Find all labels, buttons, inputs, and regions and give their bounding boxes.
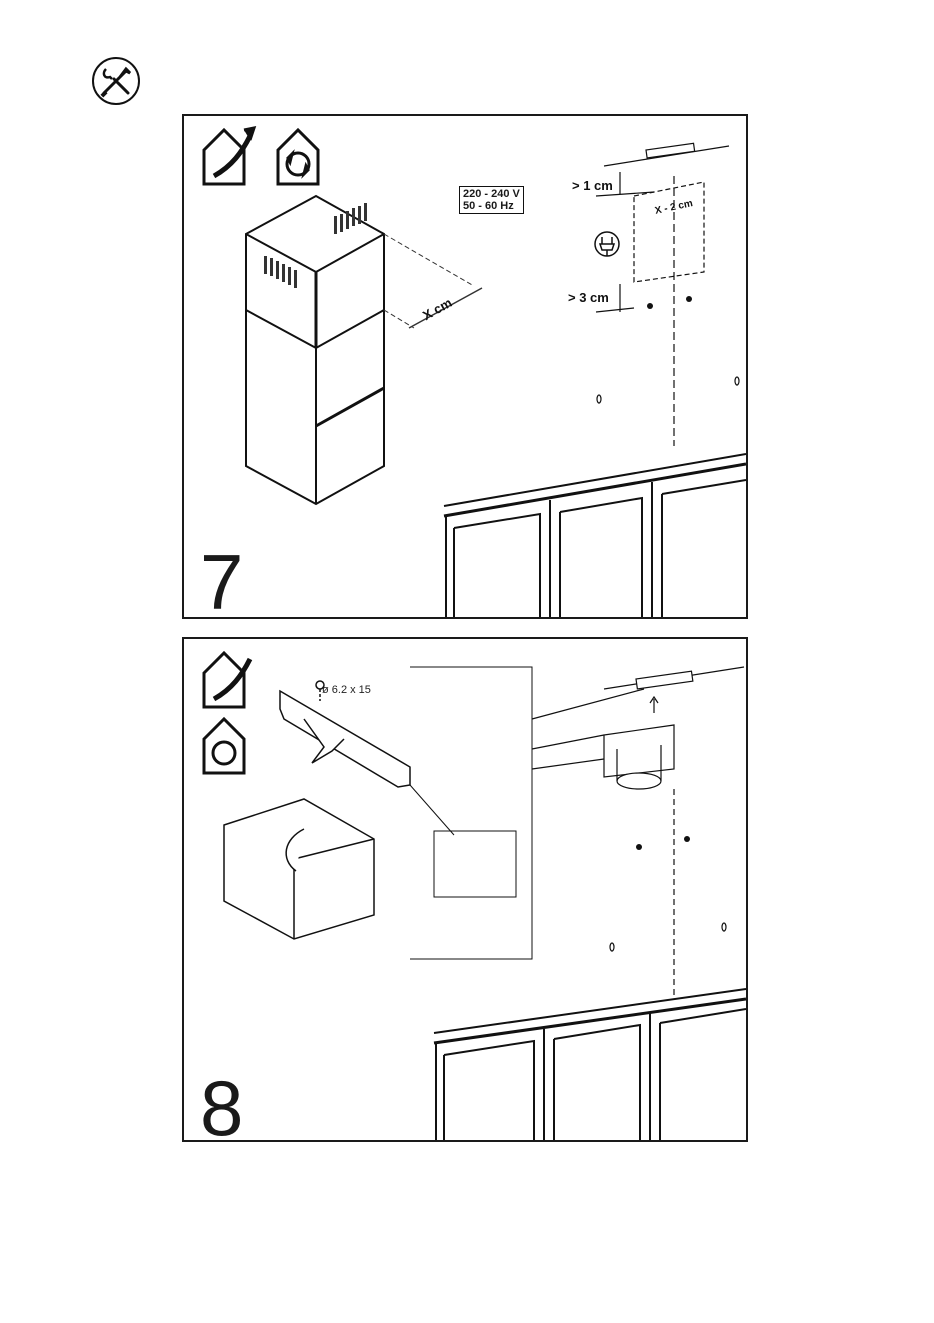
ducted-house-icon [204, 128, 254, 184]
dist-top-label: > 1 cm [572, 178, 613, 193]
mounting-bracket [280, 691, 410, 787]
wrench-screwdriver-icon [90, 55, 142, 107]
voltage-label: 220 - 240 V 50 - 60 Hz [459, 186, 524, 214]
recirculation-house-icon [204, 719, 244, 773]
wall-markings [596, 143, 729, 446]
recirculation-house-icon [278, 130, 318, 184]
plug-icon [595, 232, 619, 256]
wall-cabinets [434, 989, 746, 1140]
screw-spec-label: ø 6.2 x 15 [322, 684, 371, 696]
chimney-cover [246, 196, 384, 504]
voltage-line1: 220 - 240 V [463, 188, 520, 200]
dist-bottom-label: > 3 cm [568, 290, 609, 305]
wall-cabinets [444, 454, 746, 617]
step-8-panel: ø 6.2 x 15 8 [182, 637, 748, 1142]
ducted-house-icon [204, 653, 250, 707]
step-7-panel: > 1 cm > 3 cm 220 - 240 V 50 - 60 Hz X c… [182, 114, 748, 619]
voltage-line2: 50 - 60 Hz [463, 200, 520, 212]
step-number: 8 [200, 1069, 243, 1147]
air-diverter [224, 799, 374, 939]
step-number: 7 [200, 543, 243, 621]
